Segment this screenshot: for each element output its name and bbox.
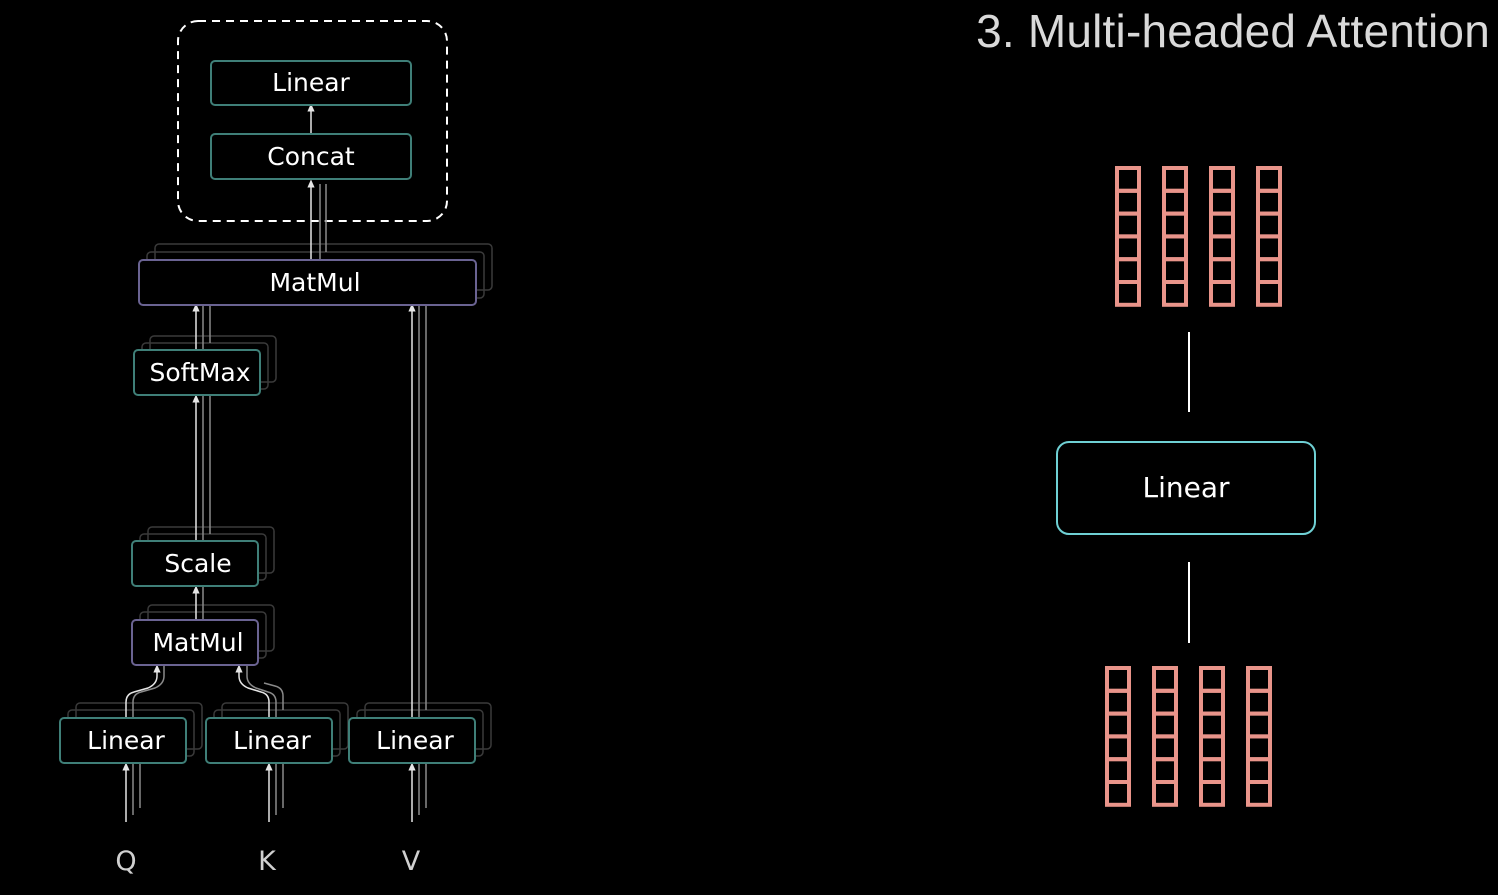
- vector-cell: [1256, 257, 1282, 285]
- input-vector: [1199, 666, 1225, 807]
- vector-cell: [1199, 688, 1225, 716]
- vector-cell: [1105, 734, 1131, 762]
- vector-cell: [1152, 734, 1178, 762]
- linear-v-node: Linear: [348, 717, 476, 764]
- output-linear-label: Linear: [272, 68, 350, 97]
- softmax-label: SoftMax: [149, 358, 250, 387]
- vector-cell: [1152, 688, 1178, 716]
- softmax-node: SoftMax: [133, 349, 261, 396]
- vector-cell: [1152, 757, 1178, 785]
- vector-cell: [1115, 211, 1141, 239]
- projection-linear-label: Linear: [1142, 471, 1230, 504]
- vector-cell: [1199, 711, 1225, 739]
- vector-cell: [1152, 711, 1178, 739]
- vector-cell: [1105, 780, 1131, 807]
- vector-cell: [1209, 188, 1235, 216]
- output-linear-node: Linear: [210, 60, 412, 106]
- linear-k-node: Linear: [205, 717, 333, 764]
- vector-cell: [1152, 780, 1178, 807]
- vector-cell: [1105, 757, 1131, 785]
- linear-v-label: Linear: [376, 726, 454, 755]
- output-vector: [1162, 166, 1188, 307]
- output-vector: [1115, 166, 1141, 307]
- scale-label: Scale: [164, 549, 231, 578]
- vector-cell: [1115, 234, 1141, 262]
- linear-k-label: Linear: [233, 726, 311, 755]
- vector-cell: [1105, 688, 1131, 716]
- vector-cell: [1256, 280, 1282, 307]
- parallel-head-lines: [132, 184, 427, 815]
- vector-cell: [1209, 280, 1235, 307]
- vector-cell: [1246, 666, 1272, 693]
- projection-linear-node: Linear: [1056, 441, 1316, 535]
- vector-cell: [1256, 234, 1282, 262]
- vector-cell: [1209, 234, 1235, 262]
- vector-cell: [1162, 211, 1188, 239]
- vector-cell: [1105, 666, 1131, 693]
- matmul-top-node: MatMul: [138, 259, 477, 306]
- vector-cell: [1246, 711, 1272, 739]
- input-vector: [1105, 666, 1131, 807]
- vector-cell: [1209, 257, 1235, 285]
- vector-cell: [1115, 280, 1141, 307]
- output-vectors: [1115, 166, 1282, 307]
- vector-cell: [1115, 257, 1141, 285]
- output-vector: [1209, 166, 1235, 307]
- input-k-label: K: [258, 846, 277, 877]
- vector-cell: [1199, 734, 1225, 762]
- input-vectors: [1105, 666, 1272, 807]
- vector-cell: [1209, 166, 1235, 193]
- vector-cell: [1246, 688, 1272, 716]
- stacked-head-shadows: [67, 243, 493, 757]
- matmul-bottom-label: MatMul: [152, 628, 243, 657]
- input-vector: [1246, 666, 1272, 807]
- vector-cell: [1115, 166, 1141, 193]
- vector-cell: [1246, 780, 1272, 807]
- input-v-label: V: [402, 846, 421, 877]
- vector-cell: [1152, 666, 1178, 693]
- vector-cell: [1162, 234, 1188, 262]
- vector-cell: [1256, 188, 1282, 216]
- linear-q-label: Linear: [87, 726, 165, 755]
- matmul-bottom-node: MatMul: [131, 619, 259, 666]
- input-q-label: Q: [115, 846, 136, 877]
- vector-cell: [1199, 757, 1225, 785]
- vector-cell: [1199, 780, 1225, 807]
- vector-cell: [1246, 734, 1272, 762]
- vector-cell: [1115, 188, 1141, 216]
- vector-cell: [1246, 757, 1272, 785]
- vector-cell: [1256, 211, 1282, 239]
- vector-cell: [1256, 166, 1282, 193]
- concat-node: Concat: [210, 133, 412, 180]
- scale-node: Scale: [131, 540, 259, 587]
- concat-label: Concat: [267, 142, 355, 171]
- vector-cell: [1162, 280, 1188, 307]
- output-group-dashed-border: [177, 20, 448, 222]
- vector-cell: [1209, 211, 1235, 239]
- vector-cell: [1162, 257, 1188, 285]
- vector-cell: [1162, 166, 1188, 193]
- linear-q-node: Linear: [59, 717, 187, 764]
- input-vector: [1152, 666, 1178, 807]
- flow-arrows: [122, 103, 416, 822]
- vector-cell: [1105, 711, 1131, 739]
- vector-cell: [1199, 666, 1225, 693]
- vector-cell: [1162, 188, 1188, 216]
- slide-title: 3. Multi-headed Attention: [976, 5, 1490, 57]
- matmul-top-label: MatMul: [269, 268, 360, 297]
- output-vector: [1256, 166, 1282, 307]
